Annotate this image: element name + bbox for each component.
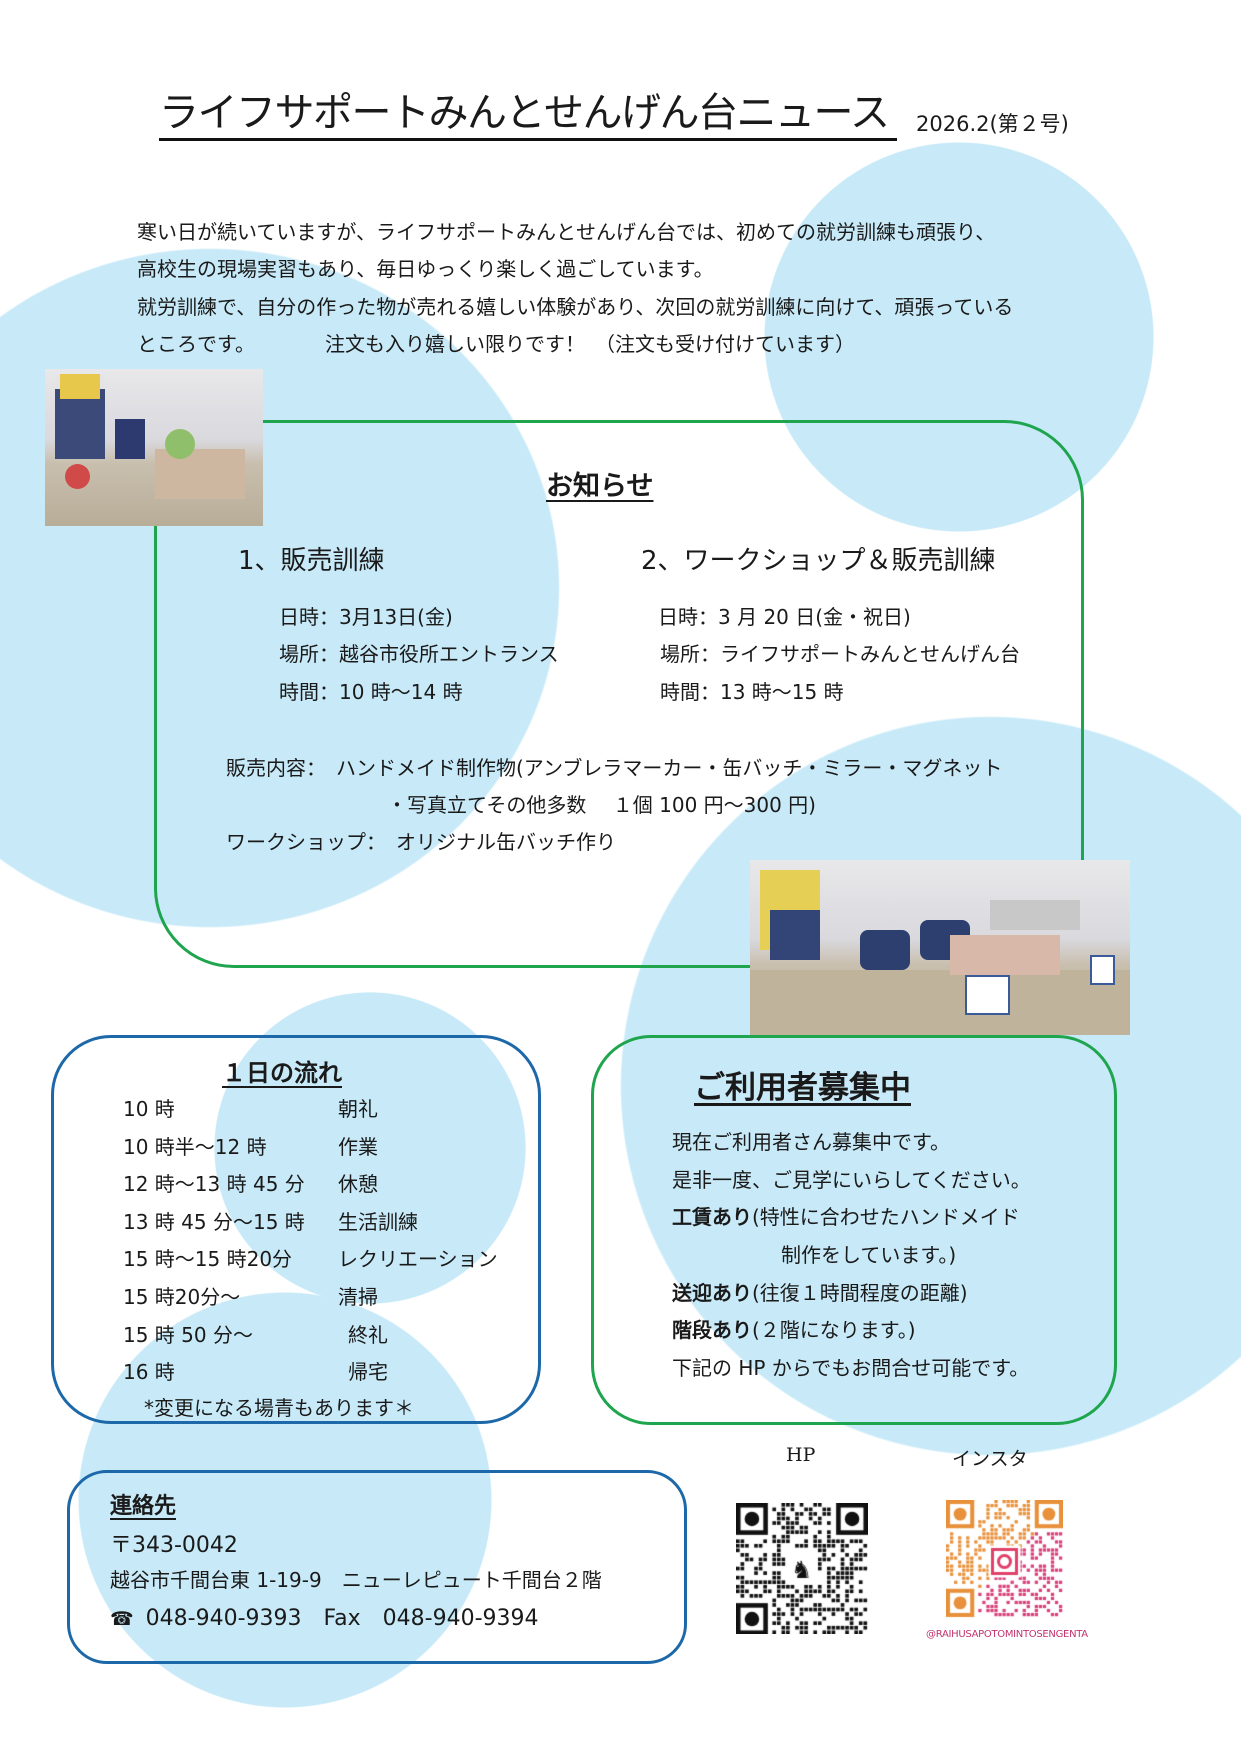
- recruit-title-text: ご利用者募集中: [694, 1070, 911, 1106]
- event1-heading: 1、販売訓練: [238, 546, 385, 576]
- contact-title-text: 連絡先: [110, 1494, 177, 1519]
- schedule-activity: 生活訓練: [338, 1209, 418, 1234]
- phone-icon: ☎: [110, 1608, 134, 1630]
- page-title: ライフサポートみんとせんげん台ニュース: [159, 88, 897, 141]
- schedule-activity: 終礼: [348, 1322, 388, 1347]
- sales-content: 販売内容： ハンドメイド制作物(アンブレラマーカー・缶バッチ・ミラー・マグネット: [226, 756, 1003, 780]
- sales-content-cont: ・写真立てその他多数 １個 100 円～300 円): [387, 793, 816, 817]
- schedule-time: 12 時～13 時 45 分: [123, 1172, 305, 1197]
- schedule-activity: 清掃: [338, 1285, 378, 1309]
- wage-label: 工賃あり: [672, 1205, 752, 1229]
- notice-title: お知らせ: [546, 464, 653, 503]
- contact-title: 連絡先: [110, 1488, 176, 1520]
- phone-fax: ☎ 048-940-9393 Fax 048-940-9394: [110, 1600, 539, 1632]
- intro-line: ところです。 注文も入り嬉しい限りです！ （注文も受け付けています）: [137, 332, 855, 356]
- transport-text: (往復１時間程度の距離): [752, 1281, 968, 1305]
- insta-handle: @RAIHUSAPOTOMINTOSENGENTA: [926, 1629, 1088, 1640]
- sales-photo-1: [45, 369, 263, 526]
- event2-place: 場所：ライフサポートみんとせんげん台: [660, 642, 1020, 666]
- schedule-title: １日の流れ: [222, 1053, 342, 1088]
- event2-date: 日時：3 月 20 日(金・祝日): [658, 605, 911, 629]
- schedule-box: [51, 1035, 541, 1424]
- insta-label: インスタ: [952, 1448, 1028, 1470]
- schedule-activity: 朝礼: [338, 1097, 378, 1121]
- event1-place: 場所：越谷市役所エントランス: [279, 642, 559, 666]
- recruit-line: 現在ご利用者さん募集中です。: [672, 1130, 950, 1154]
- schedule-time: 15 時 50 分～: [123, 1322, 253, 1347]
- schedule-activity: 作業: [338, 1134, 378, 1159]
- schedule-time: 16 時: [123, 1360, 175, 1385]
- stairs-label: 階段あり: [672, 1318, 752, 1342]
- schedule-title-text: １日の流れ: [222, 1059, 342, 1087]
- notice-box: [154, 420, 1084, 968]
- phone-numbers: 048-940-9393 Fax 048-940-9394: [145, 1606, 539, 1631]
- issue-number: 2026.2(第２号): [916, 112, 1069, 136]
- intro-line: 高校生の現場実習もあり、毎日ゆっくり楽しく過ごしています。: [137, 257, 714, 281]
- recruit-box: [591, 1035, 1117, 1425]
- recruit-wage: 工賃あり(特性に合わせたハンドメイド: [672, 1201, 1020, 1230]
- intro-line: 就労訓練で、自分の作った物が売れる嬉しい体験があり、次回の就労訓練に向けて、頑張…: [137, 295, 1014, 319]
- event2-time: 時間：13 時～15 時: [660, 680, 844, 704]
- insta-qr-code[interactable]: [946, 1500, 1063, 1623]
- recruit-stairs: 階段あり(２階になります。): [672, 1314, 916, 1343]
- recruit-transport: 送迎あり(往復１時間程度の距離): [672, 1277, 968, 1306]
- workshop-content: ワークショップ： オリジナル缶バッチ作り: [226, 830, 616, 854]
- schedule-activity: レクリエーション: [338, 1247, 498, 1272]
- notice-title-text: お知らせ: [546, 471, 654, 502]
- postal-code: 〒343-0042: [110, 1533, 238, 1558]
- hp-label: HP: [786, 1444, 816, 1466]
- schedule-time: 13 時 45 分～15 時: [123, 1209, 305, 1234]
- wage-text: (特性に合わせたハンドメイド: [752, 1205, 1020, 1229]
- schedule-note: *変更になる場青もあります＊: [144, 1396, 414, 1420]
- contact-box: [67, 1470, 687, 1664]
- recruit-wage-cont: 制作をしています。): [781, 1243, 957, 1267]
- event1-date: 日時：3月13日(金): [279, 605, 453, 629]
- schedule-time: 15 時20分～: [123, 1285, 241, 1309]
- schedule-activity: 帰宅: [348, 1360, 388, 1385]
- event2-heading: 2、ワークショップ＆販売訓練: [641, 546, 996, 576]
- intro-line: 寒い日が続いていますが、ライフサポートみんとせんげん台では、初めての就労訓練も頑…: [137, 220, 996, 244]
- schedule-time: 10 時: [123, 1097, 175, 1121]
- recruit-title: ご利用者募集中: [694, 1062, 911, 1107]
- schedule-time: 10 時半～12 時: [123, 1134, 267, 1159]
- transport-label: 送迎あり: [672, 1281, 752, 1305]
- recruit-line: 下記の HP からでもお問合せ可能です。: [672, 1356, 1030, 1380]
- recruit-line: 是非一度、ご見学にいらしてください。: [672, 1168, 1031, 1192]
- schedule-time: 15 時～15 時20分: [123, 1247, 293, 1272]
- hp-qr-code[interactable]: [736, 1503, 868, 1634]
- event1-time: 時間：10 時～14 時: [279, 680, 463, 704]
- sales-photo-2: [750, 860, 1130, 1035]
- stairs-text: (２階になります。): [752, 1318, 916, 1342]
- schedule-activity: 休憩: [338, 1172, 378, 1197]
- address: 越谷市千間台東 1-19-9 ニューレピュート千間台２階: [110, 1568, 602, 1592]
